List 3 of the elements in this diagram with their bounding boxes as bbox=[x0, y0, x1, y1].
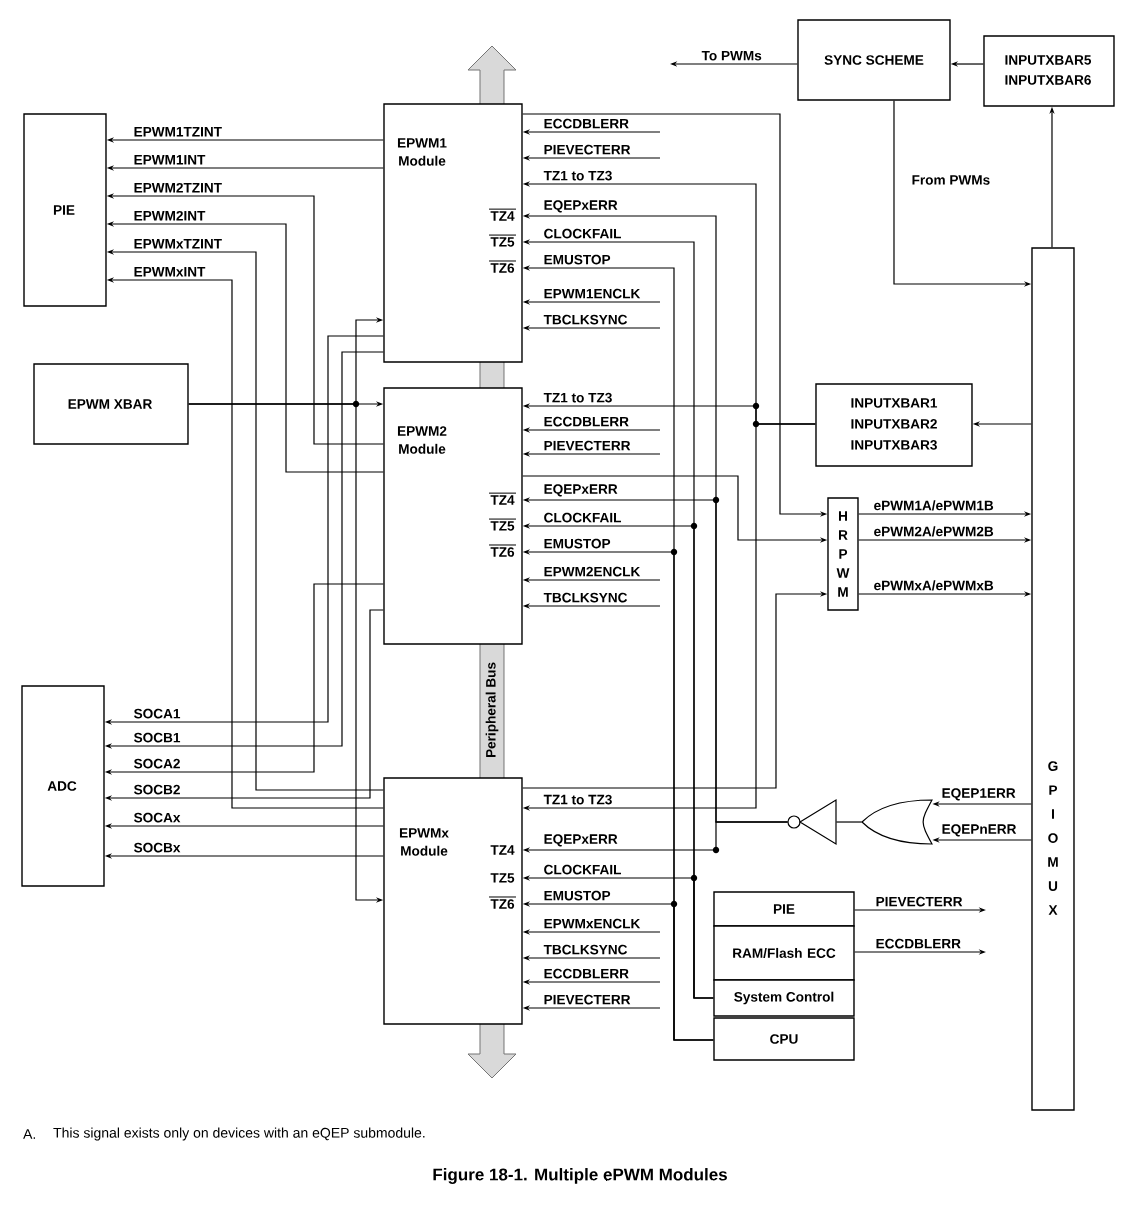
caption: Figure 18-1. Multiple ePWM Modules bbox=[433, 1168, 727, 1184]
connector-line bbox=[835, 821, 863, 823]
or-gate bbox=[861, 799, 933, 845]
